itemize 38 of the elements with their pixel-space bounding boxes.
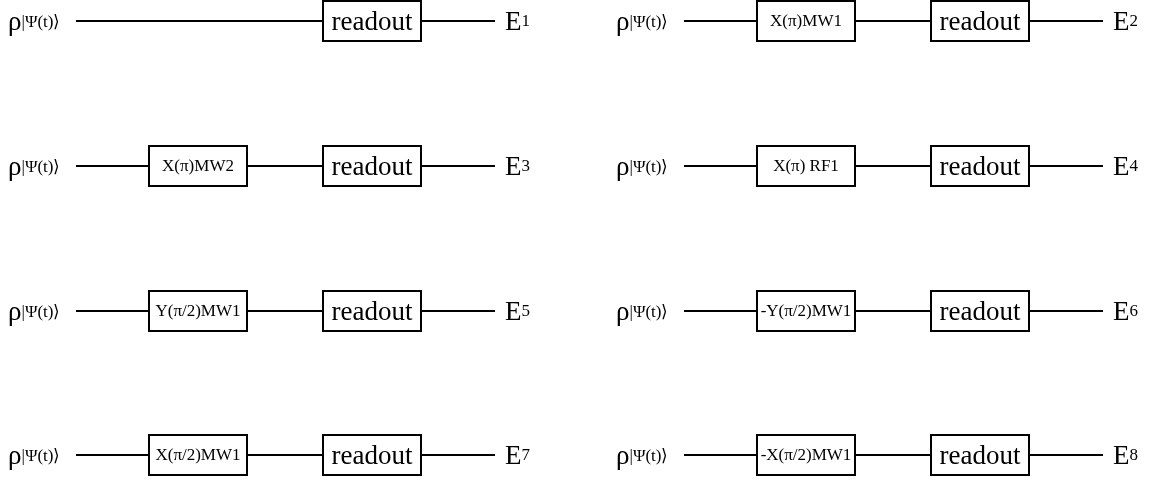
- wire: [1029, 20, 1104, 22]
- readout-box: readout: [322, 145, 422, 187]
- wire: [683, 20, 757, 22]
- gate-box: -X(π/2)MW1: [756, 434, 856, 476]
- readout-box: readout: [930, 0, 1030, 42]
- wire: [75, 20, 323, 22]
- wire: [421, 20, 496, 22]
- wire: [421, 165, 496, 167]
- wire: [421, 310, 496, 312]
- wire: [1029, 310, 1104, 312]
- wire: [855, 20, 931, 22]
- wire: [247, 165, 323, 167]
- wire: [683, 165, 757, 167]
- gate-box: X(π)MW1: [756, 0, 856, 42]
- wire: [75, 165, 149, 167]
- wire: [855, 165, 931, 167]
- gate-box: Y(π/2)MW1: [148, 290, 248, 332]
- wire: [855, 454, 931, 456]
- wire: [855, 310, 931, 312]
- gate-box: X(π) RF1: [756, 145, 856, 187]
- wire: [683, 310, 757, 312]
- wire: [421, 454, 496, 456]
- readout-box: readout: [322, 0, 422, 42]
- gate-box: X(π)MW2: [148, 145, 248, 187]
- gate-box: -Y(π/2)MW1: [756, 290, 856, 332]
- readout-box: readout: [322, 434, 422, 476]
- readout-box: readout: [930, 145, 1030, 187]
- readout-box: readout: [322, 290, 422, 332]
- readout-box: readout: [930, 290, 1030, 332]
- wire: [75, 454, 149, 456]
- wire: [75, 310, 149, 312]
- wire: [683, 454, 757, 456]
- gate-box: X(π/2)MW1: [148, 434, 248, 476]
- wire: [1029, 165, 1104, 167]
- wire: [247, 310, 323, 312]
- wire: [1029, 454, 1104, 456]
- wire: [247, 454, 323, 456]
- readout-box: readout: [930, 434, 1030, 476]
